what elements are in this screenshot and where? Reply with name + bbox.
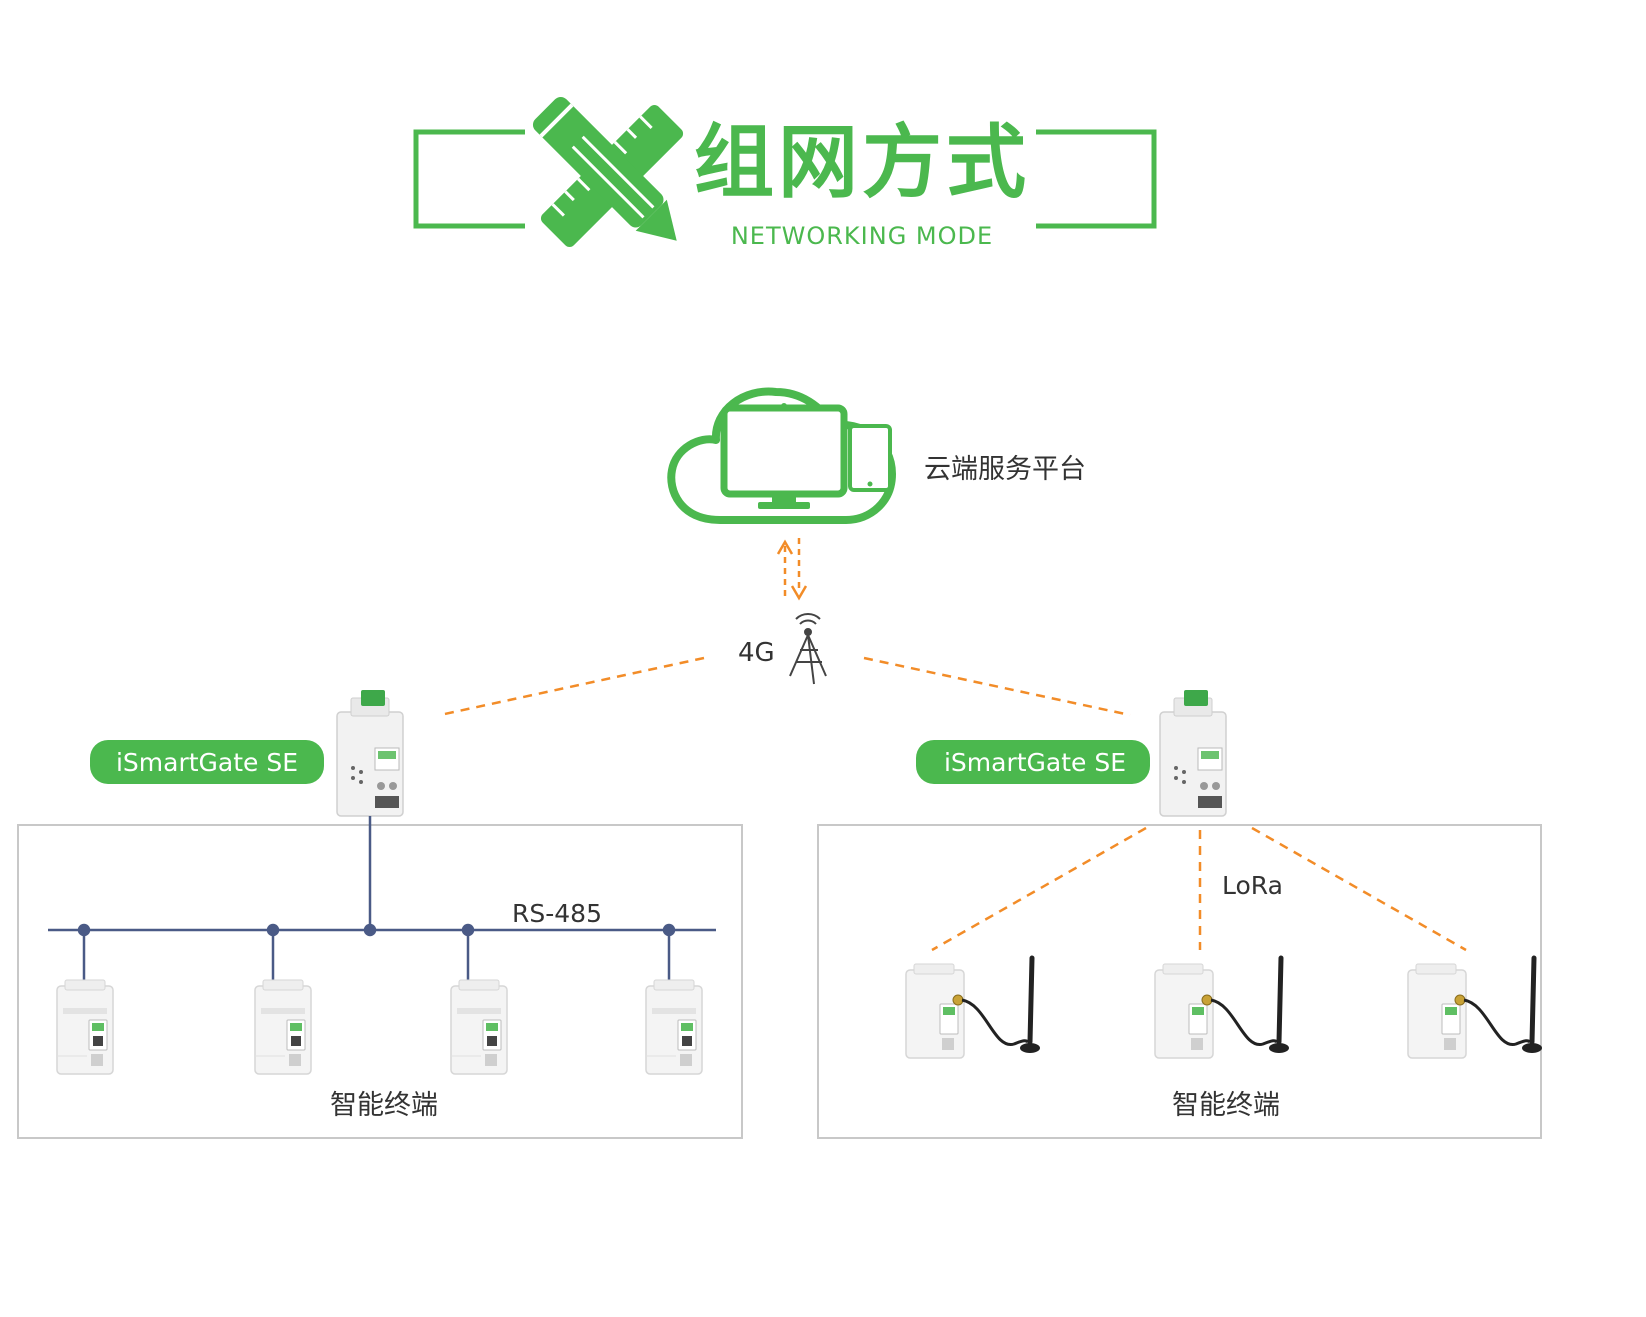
left-group-frame: [17, 824, 743, 1139]
cloud-platform: 云端服务平台: [667, 387, 1086, 524]
rs485-label: RS-485: [512, 899, 602, 928]
right-gateway-device: [1159, 689, 1227, 817]
page-title: 组网方式: [694, 116, 1030, 209]
header-bracket-left: [413, 129, 525, 229]
right-group-frame: [817, 824, 1542, 1139]
uplink-arrows: [776, 538, 808, 601]
lora-label: LoRa: [1222, 871, 1283, 900]
right-terminal-device: [1155, 958, 1289, 1058]
uplink-label: 4G: [738, 638, 775, 668]
left-terminal-device: [645, 979, 703, 1075]
rs485-bus: [48, 816, 716, 986]
right-terminal-device: [906, 958, 1040, 1058]
lora-links: [931, 826, 1467, 952]
left-terminals-label: 智能终端: [330, 1090, 438, 1121]
header-bracket-right: [1036, 129, 1157, 229]
right-gateway-pill: [916, 740, 1150, 784]
4g-link-right: [863, 656, 1131, 717]
left-terminal-device: [56, 979, 114, 1075]
cloud-platform-label: 云端服务平台: [924, 454, 1086, 485]
header: 组网方式 NETWORKING MODE: [413, 96, 1157, 250]
4g-link-left: [439, 656, 705, 717]
left-gateway-label: iSmartGate SE: [116, 748, 298, 777]
right-gateway-label: iSmartGate SE: [944, 748, 1126, 777]
cell-tower-icon: [789, 613, 827, 685]
4g-links: [439, 656, 1131, 717]
cloud-monitor-tablet-icon: [667, 387, 896, 524]
left-gateway-pill: [90, 740, 324, 784]
right-terminals-label: 智能终端: [1172, 1090, 1280, 1121]
left-gateway-device: [336, 689, 404, 817]
right-group: iSmartGate SE LoRa 智能终端: [817, 689, 1542, 1139]
right-terminal-device: [1408, 958, 1542, 1058]
left-group: iSmartGate SE RS-485 智能终端: [17, 689, 743, 1139]
left-terminal-device: [450, 979, 508, 1075]
page-subtitle: NETWORKING MODE: [731, 222, 993, 250]
left-terminal-device: [254, 979, 312, 1075]
pencil-ruler-icon: [532, 96, 684, 248]
uplink: 4G: [738, 613, 827, 685]
